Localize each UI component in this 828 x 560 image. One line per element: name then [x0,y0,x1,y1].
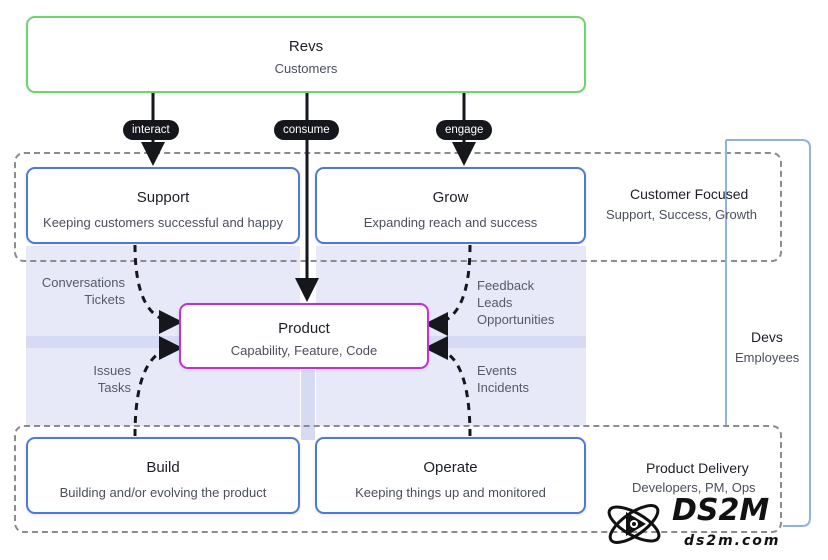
edge-label-line: Tickets [84,292,125,307]
grow-product-label: Feedback Leads Opportunities [477,277,554,328]
grow-node[interactable]: Grow Expanding reach and success [315,167,586,244]
grow-title: Grow [432,189,469,206]
build-title: Build [146,459,180,476]
build-to-product-arrow [133,336,183,437]
support-product-label: Conversations Tickets [20,274,125,308]
customer-focused-title: Customer Focused [630,186,749,202]
operate-node[interactable]: Operate Keeping things up and monitored [315,437,586,514]
operate-product-label: Events Incidents [477,362,529,396]
edge-label-line: Feedback [477,278,535,293]
revs-subtitle: Customers [274,61,338,76]
engage-pill: engage [436,120,493,140]
grow-to-product-arrow [424,244,472,336]
product-subtitle: Capability, Feature, Code [230,343,378,358]
band-vertical [301,370,315,440]
revs-node[interactable]: Revs Customers [26,16,586,93]
product-node[interactable]: Product Capability, Feature, Code [179,303,429,369]
atom-logo-icon [607,504,661,544]
edge-label-line: Leads [477,295,513,310]
edge-label-line: Events [477,363,517,378]
support-to-product-arrow [133,244,183,334]
watermark-url: ds2m.com [684,533,781,549]
consume-pill: consume [274,120,339,140]
edge-label-line: Tasks [97,380,131,395]
build-node[interactable]: Build Building and/or evolving the produ… [26,437,300,514]
support-subtitle: Keeping customers successful and happy [43,215,283,230]
customer-focused-group [14,152,782,262]
product-delivery-subtitle: Developers, PM, Ops [632,480,756,495]
operate-subtitle: Keeping things up and monitored [355,485,546,500]
product-delivery-title: Product Delivery [646,460,749,476]
product-title: Product [278,320,330,337]
grow-subtitle: Expanding reach and success [363,215,538,230]
edge-label-line: Conversations [41,275,125,290]
watermark-brand: DS2M [672,493,769,528]
operate-to-product-arrow [424,336,472,437]
build-subtitle: Building and/or evolving the product [59,485,267,500]
build-product-label: Issues Tasks [20,362,131,396]
edge-label-line: Incidents [477,380,530,395]
customer-focused-subtitle: Support, Success, Growth [606,207,758,222]
devs-subtitle: Employees [735,350,800,365]
devs-title: Devs [751,329,783,345]
revs-title: Revs [288,38,324,55]
devs-bracket [726,139,811,527]
operate-title: Operate [423,459,478,476]
support-title: Support [136,189,190,206]
support-node[interactable]: Support Keeping customers successful and… [26,167,300,244]
ds2m-watermark: DS2M ds2m.com [607,493,781,549]
product-delivery-group [14,425,782,533]
edge-label-line: Opportunities [477,312,555,327]
interact-pill: interact [123,120,179,140]
edge-label-line: Issues [93,363,131,378]
